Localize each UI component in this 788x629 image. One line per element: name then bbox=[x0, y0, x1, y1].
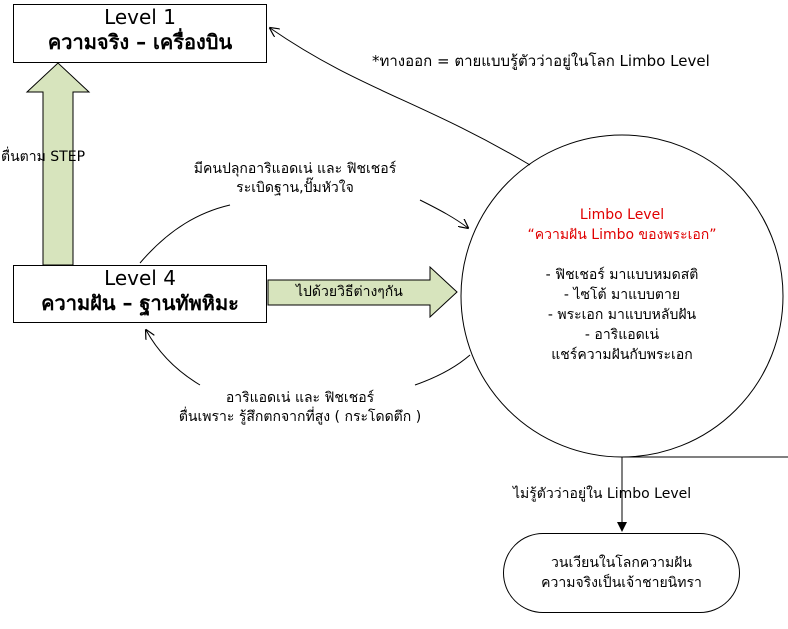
exit-note: *ทางออก = ตายแบบรู้ตัวว่าอยู่ในโลก Limbo… bbox=[372, 52, 710, 70]
level4-box: Level 4 ความฝัน – ฐานทัพหิมะ bbox=[13, 265, 267, 323]
limbo-item: - ฟิชเชอร์ มาแบบหมดสติ bbox=[545, 267, 699, 283]
limbo-item: - พระเอก มาแบบหลับฝัน bbox=[547, 307, 697, 323]
right-block-arrow bbox=[267, 265, 458, 319]
end-box-line1: วนเวียนในโลกความฝัน bbox=[551, 555, 692, 571]
level1-title: Level 1 bbox=[104, 5, 176, 29]
limbo-text: Limbo Level “ความฝัน Limbo ของพระเอก” - … bbox=[482, 205, 762, 365]
lower-arrow-label-line2: ตื่นเพราะ รู้สึกตกจากที่สูง ( กระโดดตึก … bbox=[178, 409, 422, 425]
lower-arrow-label: อาริแอดเน่ และ ฟิชเชอร์ ตื่นเพราะ รู้สึก… bbox=[130, 389, 470, 427]
limbo-item: - อาริแอดเน่ bbox=[584, 327, 660, 343]
lower-curve-line bbox=[414, 354, 471, 386]
upper-arrow-label-line1: มีคนปลุกอาริแอดเน่ และ ฟิชเชอร์ bbox=[193, 161, 397, 177]
exit-curve-arrow bbox=[270, 28, 531, 166]
limbo-subtitle: “ความฝัน Limbo ของพระเอก” bbox=[527, 227, 717, 243]
unaware-label: ไม่รู้ตัวว่าอยู่ใน Limbo Level bbox=[513, 486, 692, 502]
up-block-arrow bbox=[25, 62, 91, 266]
upper-arrow-label: มีคนปลุกอาริแอดเน่ และ ฟิชเชอร์ ระเบิดฐา… bbox=[170, 160, 420, 198]
limbo-title: Limbo Level bbox=[579, 207, 665, 223]
lower-arrow-label-line1: อาริแอดเน่ และ ฟิชเชอร์ bbox=[225, 390, 375, 406]
upper-curve-arrow bbox=[419, 199, 468, 228]
right-arrow-label: ไปด้วยวิธีต่างๆกัน bbox=[296, 284, 403, 300]
level4-title: Level 4 bbox=[104, 266, 176, 290]
lower-curve-arrow bbox=[146, 330, 201, 386]
level4-subtitle: ความฝัน – ฐานทัพหิมะ bbox=[41, 291, 239, 315]
level1-box: Level 1 ความจริง – เครื่องบิน bbox=[13, 4, 267, 63]
upper-arrow-label-line2: ระเบิดฐาน,ปั๊มหัวใจ bbox=[236, 180, 354, 196]
limbo-item: - ไซโต้ มาแบบตาย bbox=[563, 287, 681, 303]
end-box: วนเวียนในโลกความฝัน ความจริงเป็นเจ้าชายน… bbox=[503, 533, 740, 613]
upper-curve-line bbox=[139, 204, 231, 264]
wake-step-label: ตื่นตาม STEP bbox=[1, 149, 86, 165]
limbo-item: แชร์ความฝันกับพระเอก bbox=[551, 347, 693, 363]
level1-subtitle: ความจริง – เครื่องบิน bbox=[47, 30, 233, 54]
end-box-line2: ความจริงเป็นเจ้าชายนิทรา bbox=[541, 575, 702, 591]
